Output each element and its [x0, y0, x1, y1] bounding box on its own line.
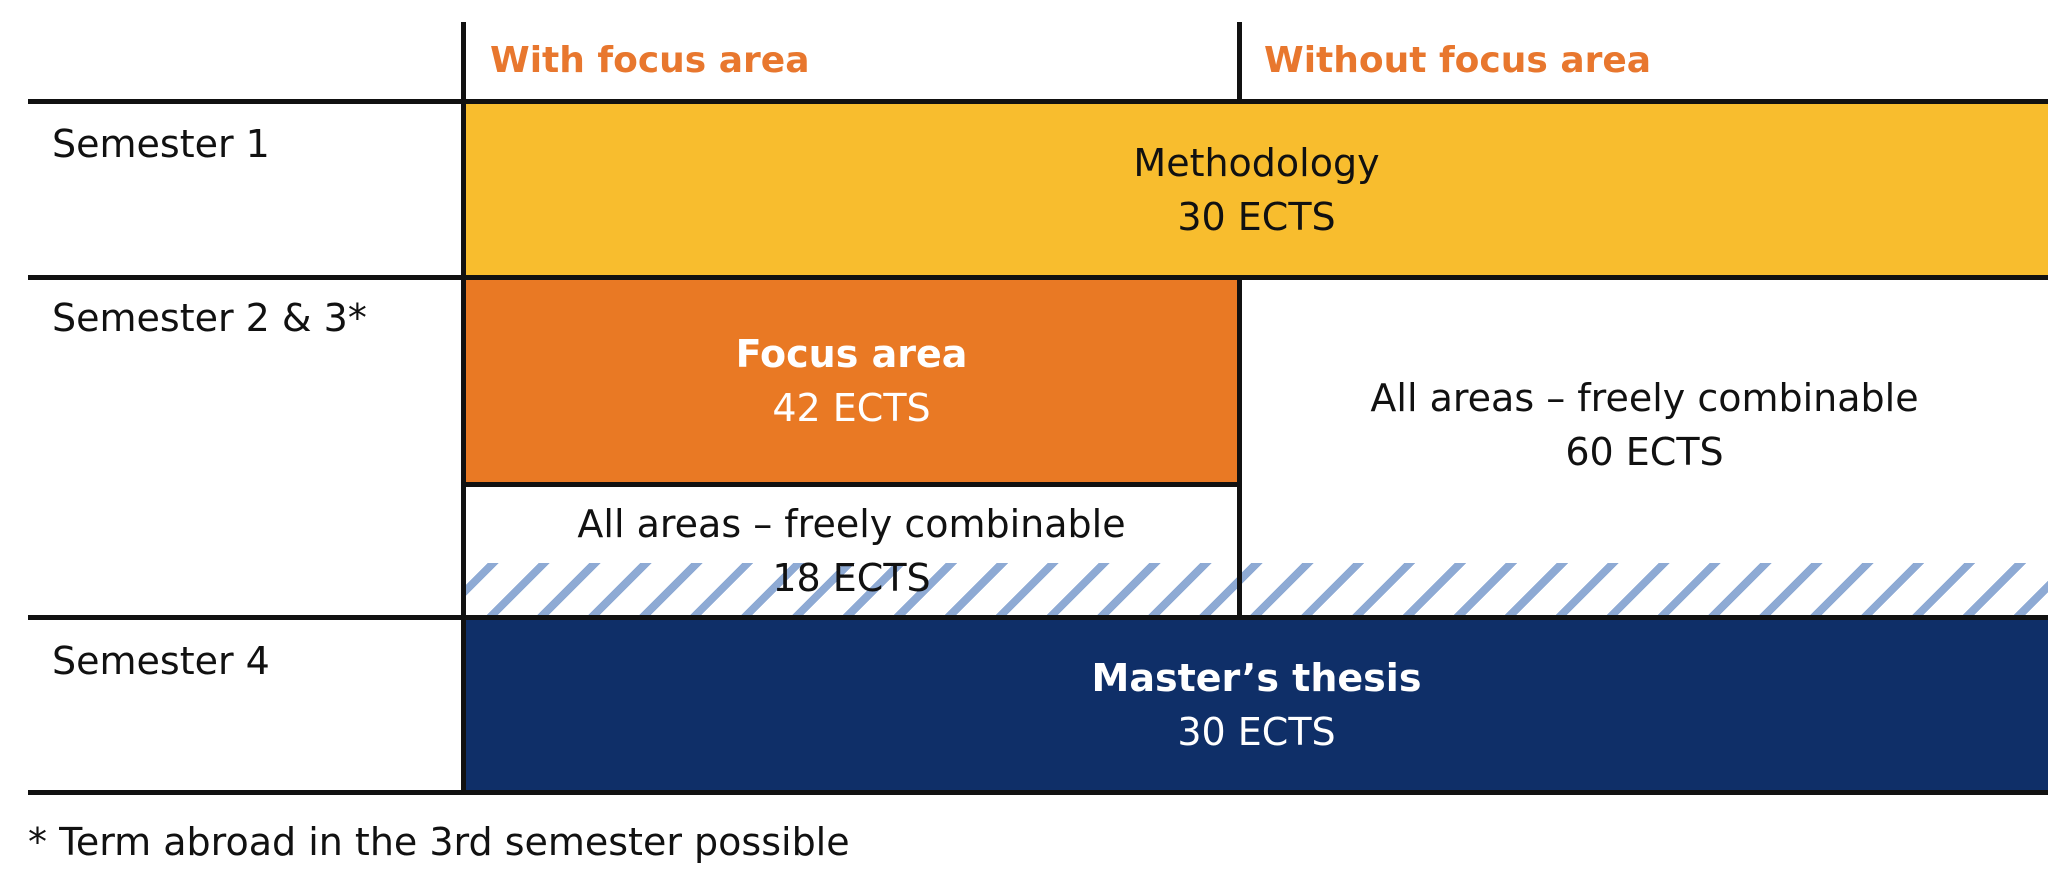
- footnote: * Term abroad in the 3rd semester possib…: [28, 820, 850, 864]
- rule-semester-1: [28, 275, 2048, 280]
- all-areas-60-ects: 60 ECTS: [1565, 430, 1724, 474]
- rule-header-divider: [1237, 22, 1242, 102]
- all-areas-60-block: All areas – freely combinable 60 ECTS: [1241, 345, 2048, 505]
- rule-semester-4: [28, 790, 2048, 795]
- all-areas-18-ects: 18 ECTS: [772, 556, 931, 600]
- column-header-with-focus: With focus area: [490, 40, 810, 81]
- methodology-block: Methodology 30 ECTS: [465, 103, 2048, 276]
- rule-semester-2-3: [28, 615, 2048, 620]
- rule-label-column: [461, 22, 466, 794]
- rule-header: [28, 99, 2048, 104]
- column-header-without-focus: Without focus area: [1264, 40, 1652, 81]
- semester-4-label: Semester 4: [52, 639, 270, 683]
- focus-area-block: Focus area 42 ECTS: [465, 279, 1238, 483]
- term-abroad-hatch: [465, 563, 2048, 615]
- all-areas-18-title: All areas – freely combinable: [577, 502, 1126, 546]
- methodology-ects: 30 ECTS: [1177, 194, 1336, 239]
- all-areas-60-title: All areas – freely combinable: [1370, 376, 1919, 420]
- masters-thesis-title: Master’s thesis: [1091, 656, 1422, 700]
- focus-area-title: Focus area: [735, 332, 968, 376]
- masters-thesis-ects: 30 ECTS: [1177, 710, 1336, 754]
- masters-thesis-block: Master’s thesis 30 ECTS: [465, 620, 2048, 790]
- rule-middle-divider: [1237, 277, 1242, 617]
- methodology-title: Methodology: [1133, 140, 1380, 185]
- rule-focus-divider: [463, 482, 1240, 487]
- semester-1-label: Semester 1: [52, 122, 270, 166]
- all-areas-18-block: All areas – freely combinable 18 ECTS: [465, 488, 1238, 614]
- focus-area-ects: 42 ECTS: [772, 386, 931, 430]
- semester-2-3-label: Semester 2 & 3*: [52, 296, 367, 340]
